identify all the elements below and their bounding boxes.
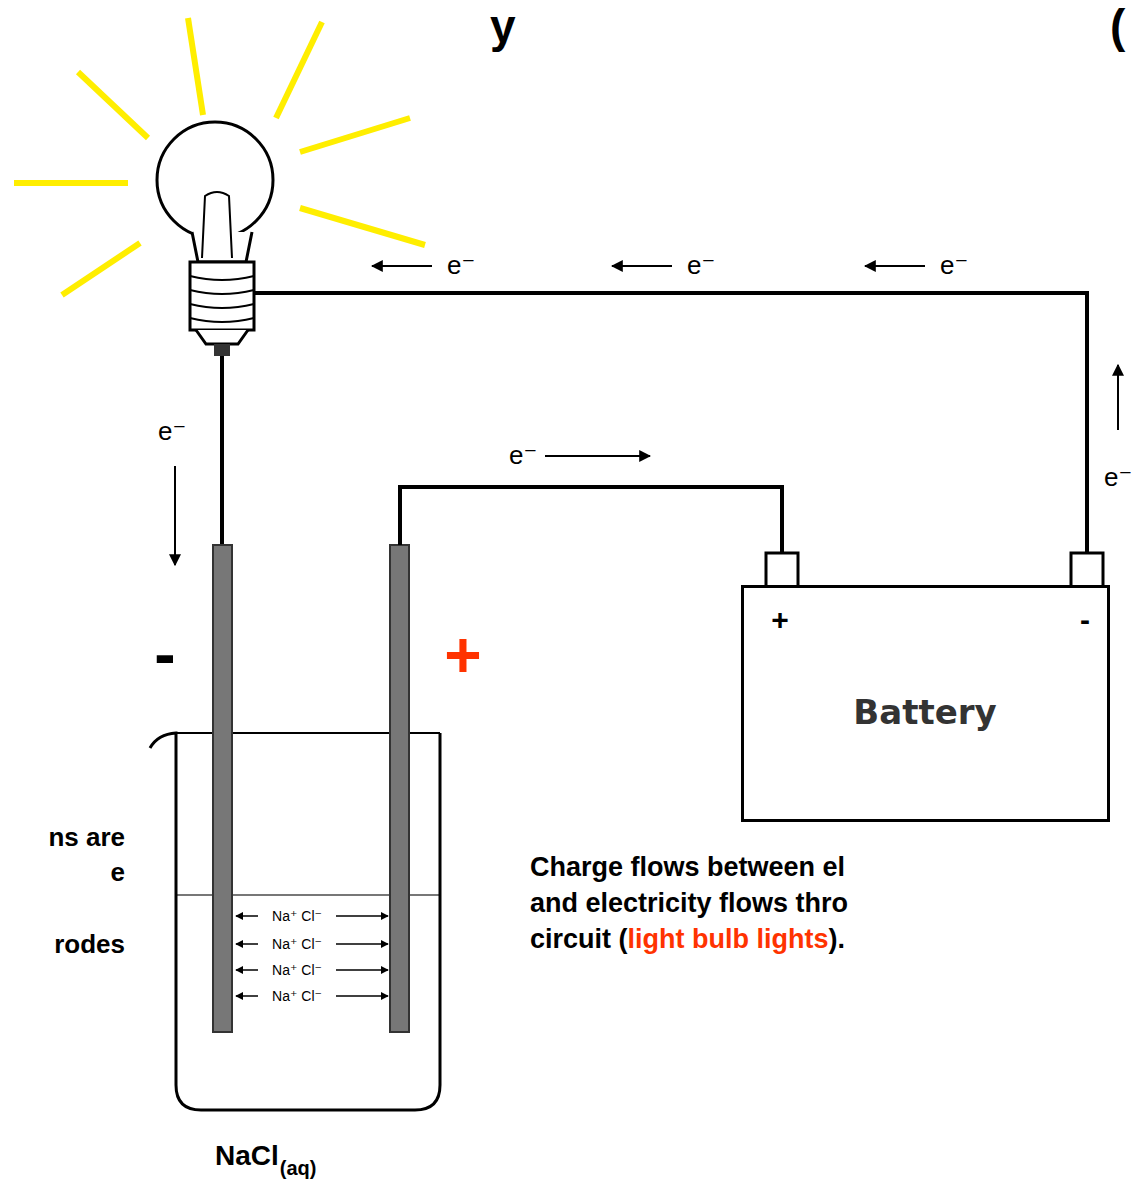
light-ray: [276, 22, 322, 118]
solution-formula: NaCl: [215, 1140, 279, 1172]
battery-terminal: [766, 553, 798, 587]
ion-arrow: [236, 969, 258, 971]
bulb-contact: [214, 344, 230, 356]
title-fragment: y: [490, 0, 516, 53]
wire: [254, 293, 1087, 555]
ion-arrows: [236, 916, 388, 996]
electron-arrow: [865, 265, 925, 267]
beaker-wall: [150, 733, 440, 1110]
electron-arrow: [612, 265, 672, 267]
ion-label: Na⁺ Cl⁻: [272, 936, 322, 952]
electrode-sign: +: [444, 619, 481, 693]
wire: [220, 356, 224, 545]
terminal-sign: +: [771, 603, 789, 638]
electron-label: e⁻: [158, 417, 186, 447]
light-rays: [14, 18, 425, 295]
ion-arrow: [236, 995, 258, 997]
note-fragment: rodes: [54, 930, 125, 960]
note-text: and electricity flows thro: [530, 888, 848, 919]
electrode: [390, 545, 409, 1032]
electron-arrow: [545, 455, 650, 457]
bulb-thread: [190, 276, 254, 322]
light-ray: [62, 243, 140, 295]
electron-arrow: [372, 265, 432, 267]
ion-label: Na⁺ Cl⁻: [272, 962, 322, 978]
electron-label: e⁻: [940, 251, 968, 281]
electron-label: e⁻: [687, 251, 715, 281]
bulb-glass: [157, 122, 273, 238]
note-text: ).: [829, 924, 846, 955]
light-bulb: [157, 122, 273, 356]
bulb-filament: [202, 192, 232, 258]
electron-arrow: [1117, 365, 1119, 430]
electrode-sign: -: [154, 618, 175, 692]
title-fragment: (: [1110, 0, 1125, 53]
note-text: circuit (: [530, 924, 628, 955]
terminal-sign: -: [1080, 603, 1090, 638]
note-text: Charge flows between el: [530, 852, 845, 883]
light-ray: [14, 180, 128, 186]
ion-arrow: [336, 995, 388, 997]
electron-label: e⁻: [508, 441, 538, 471]
light-ray: [188, 18, 203, 115]
electron-arrows: [175, 266, 1118, 565]
battery-label: Battery: [853, 693, 996, 732]
note-fragment: ns are: [48, 823, 125, 853]
battery-terminal: [1071, 553, 1103, 587]
bulb-neck: [192, 232, 252, 262]
light-ray: [300, 208, 425, 245]
bulb-base: [190, 262, 254, 330]
bulb-insulator: [196, 330, 248, 344]
ion-label: Na⁺ Cl⁻: [272, 908, 322, 924]
light-ray: [78, 72, 148, 138]
electrode: [213, 545, 232, 1032]
electron-label: e⁻: [1104, 463, 1132, 493]
beaker: Na⁺ Cl⁻Na⁺ Cl⁻Na⁺ Cl⁻Na⁺ Cl⁻NaCl(aq): [150, 545, 450, 1115]
ion-arrow: [236, 915, 258, 917]
state-subscript: (aq): [280, 1157, 317, 1180]
wire: [400, 487, 782, 585]
light-ray: [300, 118, 410, 152]
ion-arrow: [336, 915, 388, 917]
note-highlight: light bulb lights: [628, 924, 829, 955]
battery: + - Battery: [741, 585, 1110, 822]
note-fragment: e: [111, 858, 125, 888]
ion-arrow: [336, 969, 388, 971]
ion-arrow: [236, 943, 258, 945]
ion-arrow: [336, 943, 388, 945]
electron-arrow: [174, 466, 176, 565]
beaker-rim: [176, 732, 440, 734]
electron-label: e⁻: [447, 251, 475, 281]
beaker-outline: [150, 545, 450, 1115]
ion-label: Na⁺ Cl⁻: [272, 988, 322, 1004]
